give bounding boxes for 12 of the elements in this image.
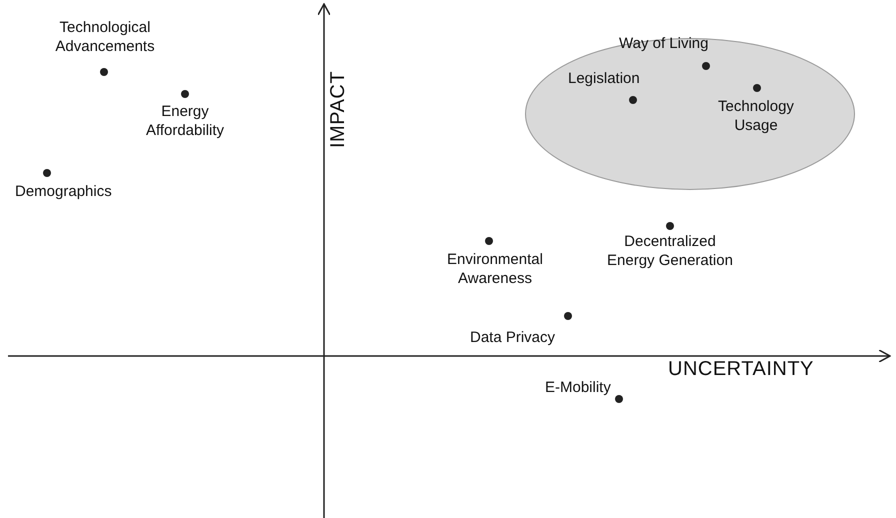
- point-label: E-Mobility: [545, 378, 611, 397]
- point-label: Environmental Awareness: [446, 250, 544, 288]
- point-label: Technological Advancements: [54, 18, 156, 56]
- point-label: Technology Usage: [717, 97, 795, 135]
- point-label: Way of Living: [619, 34, 708, 53]
- point-label: Energy Affordability: [144, 102, 226, 140]
- point-label: Legislation: [568, 69, 640, 88]
- point-label: Decentralized Energy Generation: [606, 232, 734, 270]
- axis-label: IMPACT: [327, 70, 349, 148]
- point-label: Data Privacy: [470, 328, 556, 347]
- axis-label: UNCERTAINTY: [668, 358, 814, 380]
- point-label: Demographics: [15, 182, 112, 201]
